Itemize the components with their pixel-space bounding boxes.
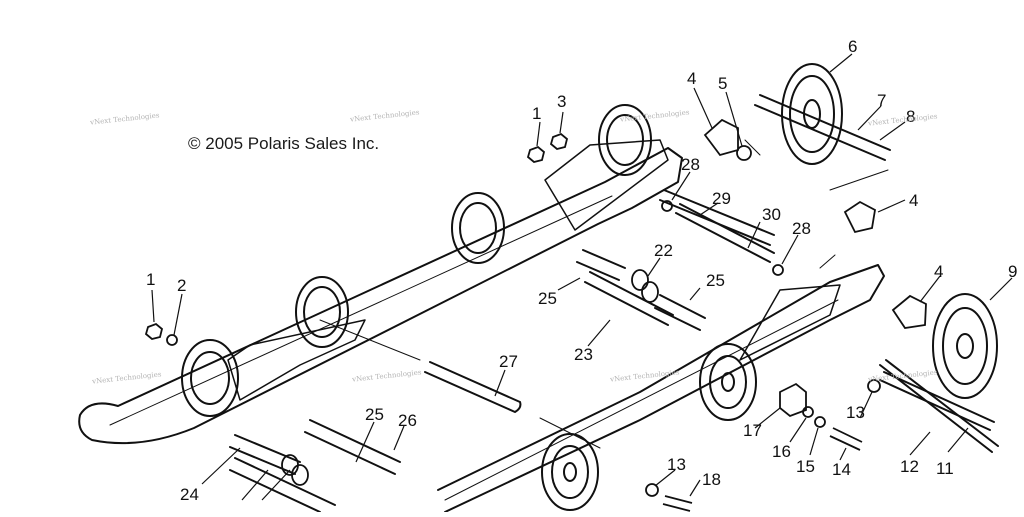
- callout-2: 2: [177, 276, 186, 295]
- spacer-25-right: [654, 294, 706, 331]
- rail-wheel-a: [598, 104, 652, 176]
- washer-28-top: [661, 200, 673, 212]
- callout-11: 11: [936, 459, 954, 478]
- front-bracket: [544, 139, 669, 231]
- rail-wheel-b: [451, 192, 505, 264]
- right-rail-plate: [739, 284, 841, 361]
- left-rail: [78, 147, 683, 445]
- bushing-4-right: [891, 294, 927, 329]
- idler-wheel-6: [781, 63, 843, 165]
- bolt-18: [662, 495, 693, 512]
- callout-18: 18: [702, 470, 721, 489]
- spacer-24: [229, 434, 301, 475]
- shaft-27: [424, 361, 522, 413]
- rail-wheel-f: [541, 433, 599, 511]
- bolt-14: [829, 427, 863, 451]
- spacer-25-bottom: [304, 419, 401, 475]
- washer-13-right: [867, 379, 881, 393]
- shaft-12: [879, 371, 995, 431]
- callout-4: 4: [909, 191, 918, 210]
- callout-14: 14: [832, 460, 851, 479]
- callout-13: 13: [846, 403, 865, 422]
- shaft-23: [584, 271, 674, 326]
- callout-5: 5: [718, 74, 727, 93]
- callout-1: 1: [146, 270, 155, 289]
- oring-26b: [291, 464, 309, 486]
- callout-16: 16: [772, 442, 791, 461]
- washer-5: [736, 145, 752, 161]
- callout-4: 4: [687, 69, 696, 88]
- bushing-4-top: [703, 118, 739, 157]
- rail-wheel-e: [699, 343, 757, 421]
- shaft-11: [879, 359, 999, 453]
- callout-9: 9: [1008, 262, 1017, 281]
- shaft-30: [675, 203, 775, 263]
- callout-26: 26: [398, 411, 417, 430]
- axle-7-8: [754, 94, 891, 161]
- left-rail-plate: [227, 319, 366, 401]
- block-17: [779, 382, 807, 418]
- washer-13-bottom: [645, 483, 659, 497]
- washer-2: [166, 334, 178, 346]
- callout-4: 4: [934, 262, 943, 281]
- callout-labels: 1 3 1 2 4 5 6 7 8 4 4 9 28 29 30 28 22 2…: [146, 37, 1017, 504]
- rail-wheel-c: [295, 276, 349, 348]
- callout-6: 6: [848, 37, 857, 56]
- callout-12: 12: [900, 457, 919, 476]
- callout-29: 29: [712, 189, 731, 208]
- idler-wheel-9: [932, 293, 998, 399]
- callout-27: 27: [499, 352, 518, 371]
- callout-8: 8: [906, 107, 915, 126]
- copyright-notice: © 2005 Polaris Sales Inc.: [188, 134, 380, 153]
- washer-28-mid: [772, 264, 784, 276]
- spacer-25-top: [576, 249, 626, 281]
- callout-25: 25: [538, 289, 557, 308]
- callout-24: 24: [180, 485, 199, 504]
- nut-3: [549, 132, 569, 150]
- callout-15: 15: [796, 457, 815, 476]
- bushing-4-mid: [843, 200, 876, 234]
- callout-30: 30: [762, 205, 781, 224]
- washer-15: [814, 416, 826, 428]
- callout-13: 13: [667, 455, 686, 474]
- callout-28: 28: [792, 219, 811, 238]
- callout-25: 25: [365, 405, 384, 424]
- callout-22: 22: [654, 241, 673, 260]
- callout-23: 23: [574, 345, 593, 364]
- right-rail: [437, 264, 885, 513]
- rail-wheel-d: [181, 339, 239, 417]
- washer-16: [802, 406, 814, 418]
- callout-3: 3: [557, 92, 566, 111]
- oring-22b: [641, 281, 659, 303]
- callout-1: 1: [532, 104, 541, 123]
- callout-7: 7: [877, 91, 886, 110]
- nut-1-left: [144, 322, 164, 340]
- callout-25: 25: [706, 271, 725, 290]
- spacer-24b: [229, 457, 336, 513]
- oring-22a: [631, 269, 649, 291]
- nut-1-top: [526, 145, 546, 163]
- callout-28: 28: [681, 155, 700, 174]
- callout-17: 17: [743, 421, 762, 440]
